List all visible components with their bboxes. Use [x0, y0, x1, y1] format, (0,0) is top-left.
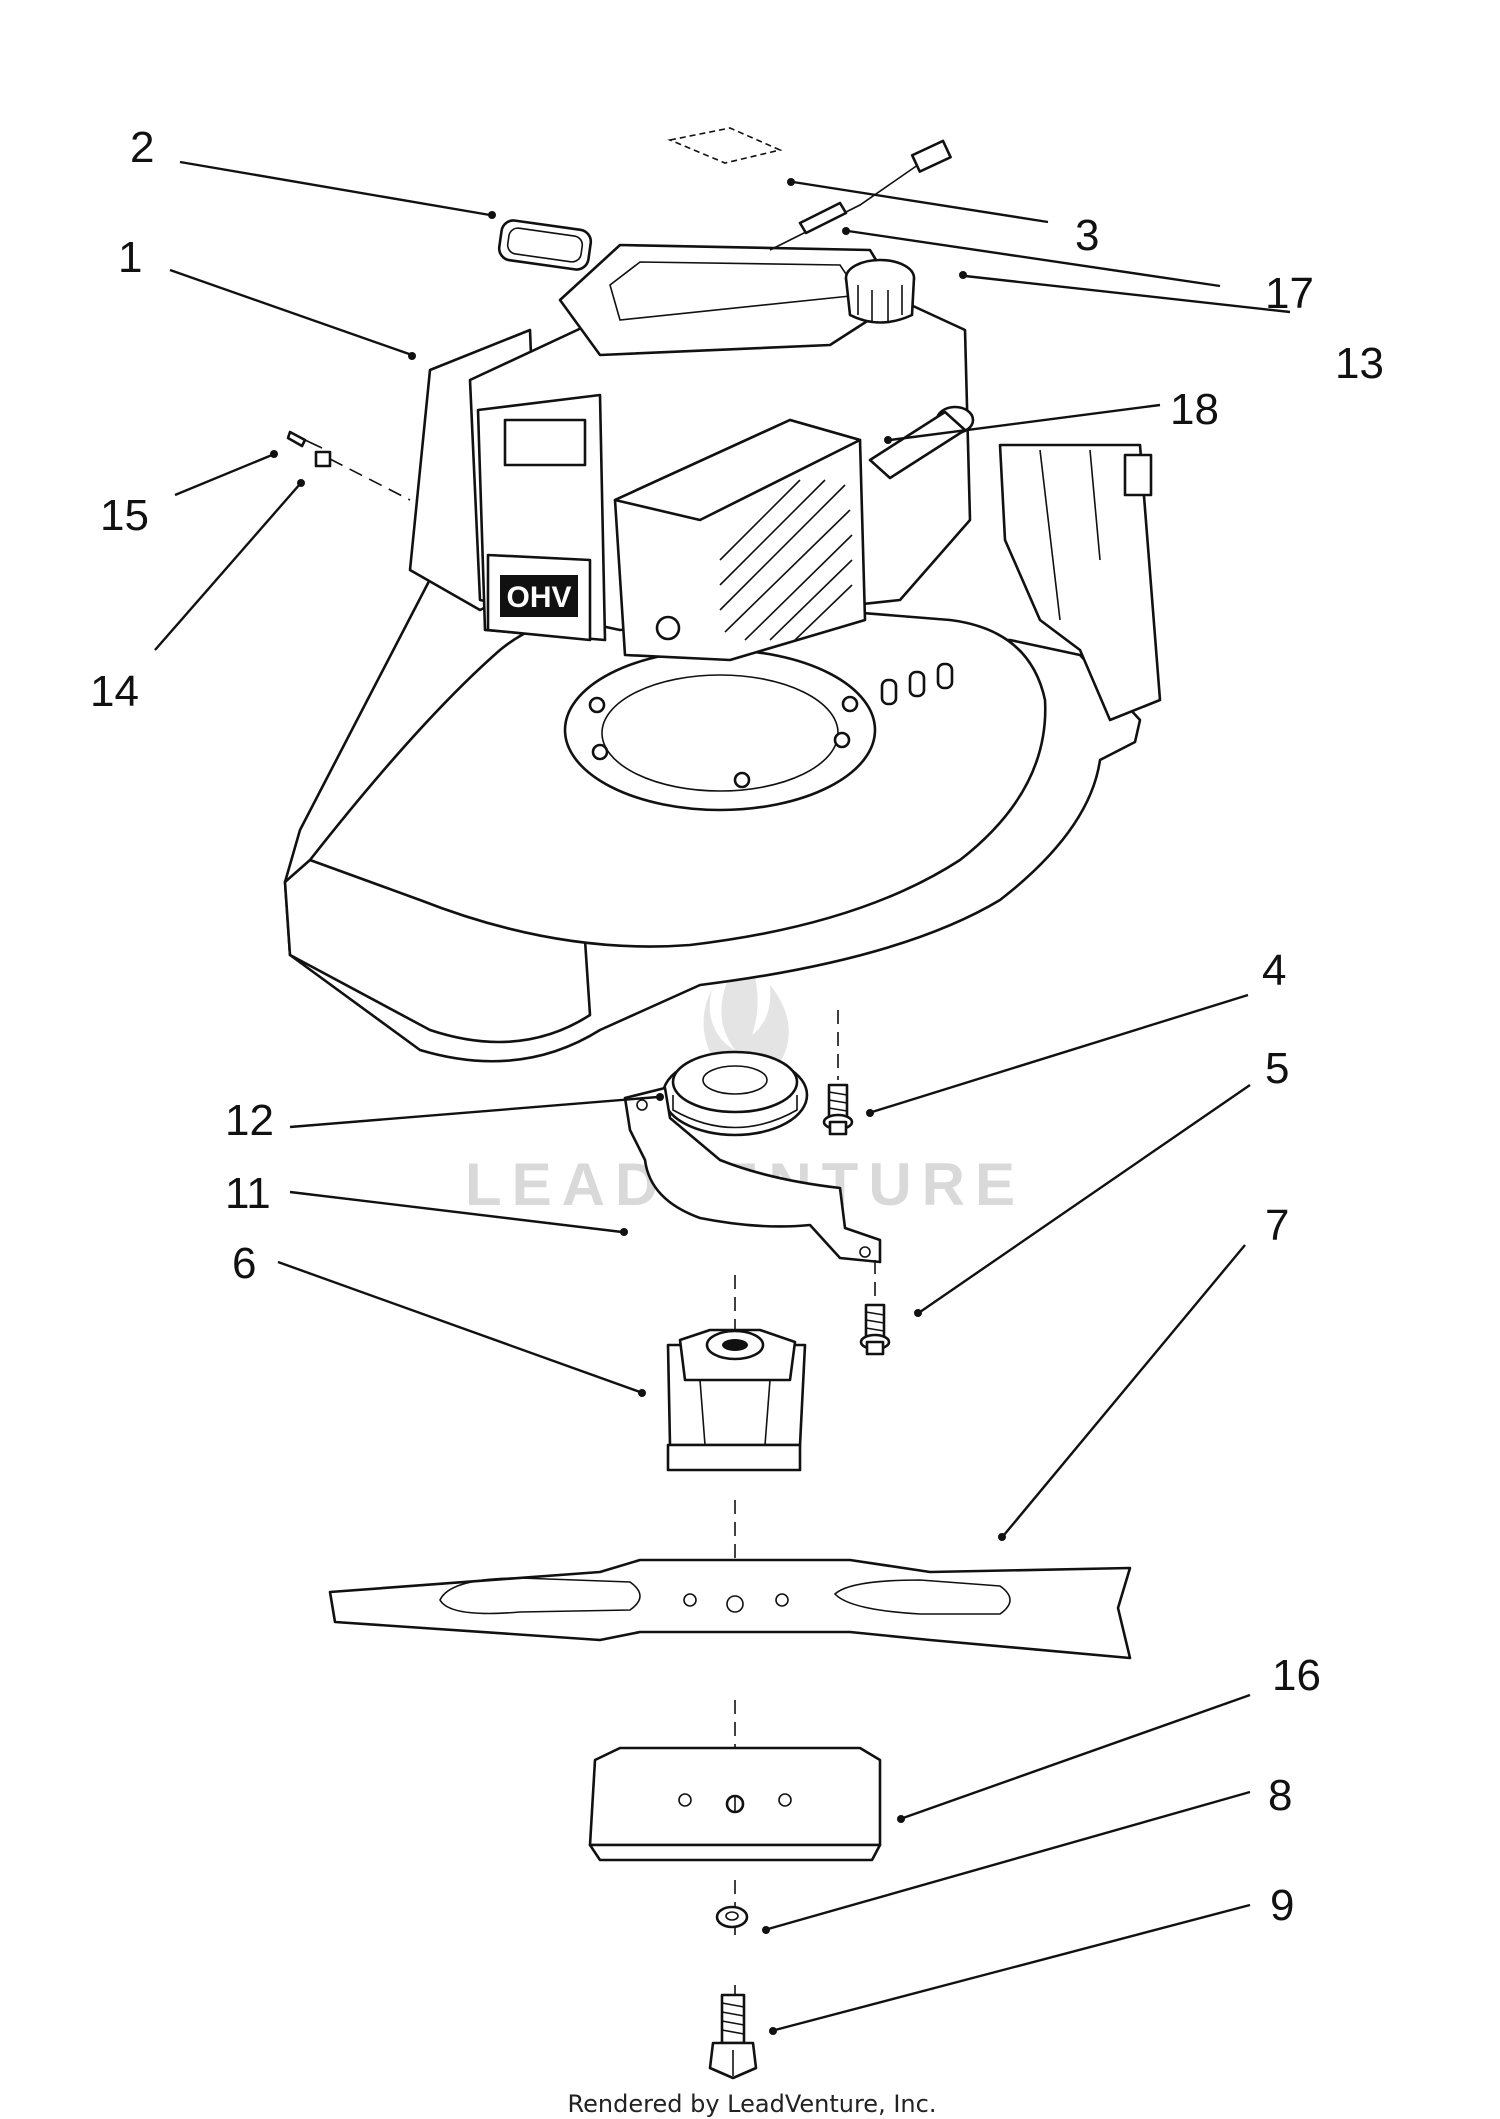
part-12-pulley: [661, 1050, 809, 1137]
callout-16: 16: [1272, 1651, 1321, 1700]
callout-14: 14: [90, 667, 139, 716]
engine-badge: OHV: [506, 581, 571, 614]
part-2-gasket: [497, 219, 593, 271]
deck-front-bumper: [283, 858, 592, 1044]
part-15-screw: [286, 430, 323, 449]
callout-17: 17: [1265, 269, 1314, 318]
callout-12: 12: [225, 1096, 274, 1145]
callout-1: 1: [118, 233, 142, 282]
footer-credit: Rendered by LeadVenture, Inc.: [568, 2090, 937, 2118]
part-11-bracket: [623, 1086, 882, 1264]
part-17-spark-plug-wire: [769, 139, 952, 251]
callout-6: 6: [232, 1239, 256, 1288]
callout-13: 13: [1335, 339, 1384, 388]
engine-mount-ring: [563, 648, 877, 812]
part-5-bolt: [859, 1303, 891, 1356]
watermark-flame-icon: [703, 950, 789, 1075]
engine: OHV: [468, 243, 975, 662]
part-9-blade-bolt: [708, 1993, 758, 2080]
part-3-decal: [667, 127, 783, 164]
callout-18: 18: [1170, 385, 1219, 434]
part-16-blade-stiffener: [588, 1746, 882, 1862]
muffler-port: [655, 615, 681, 641]
callout-9: 9: [1270, 1881, 1294, 1930]
part-4-bolt: [822, 1083, 854, 1136]
callout-3: 3: [1075, 211, 1099, 260]
muffler-vents: [719, 479, 853, 641]
callout-7: 7: [1265, 1201, 1289, 1250]
deck-spacers: [880, 662, 954, 706]
engine-label-plate: [503, 418, 587, 467]
bracket-clip: [1123, 453, 1153, 497]
mount-bolts: [588, 695, 859, 789]
part-8-washer: [715, 1905, 749, 1929]
ohv-badge-bg: [500, 575, 578, 617]
fuel-cap: [844, 258, 916, 324]
callout-4: 4: [1262, 946, 1286, 995]
callout-labels: 2 1 3 17 13 18 15 14 4 12 5 11 6 7 16 8 …: [90, 123, 1384, 1930]
part-7-blade: [328, 1558, 1132, 1660]
callout-15: 15: [100, 491, 149, 540]
callout-11: 11: [225, 1169, 271, 1218]
part-14-nut: [314, 450, 332, 468]
callout-5: 5: [1265, 1044, 1289, 1093]
leader-lines: [154, 160, 1291, 2035]
callout-8: 8: [1268, 1771, 1292, 1820]
mower-deck: [283, 328, 1162, 1063]
callout-2: 2: [130, 123, 154, 172]
part-6-blade-adapter: [666, 1328, 807, 1472]
